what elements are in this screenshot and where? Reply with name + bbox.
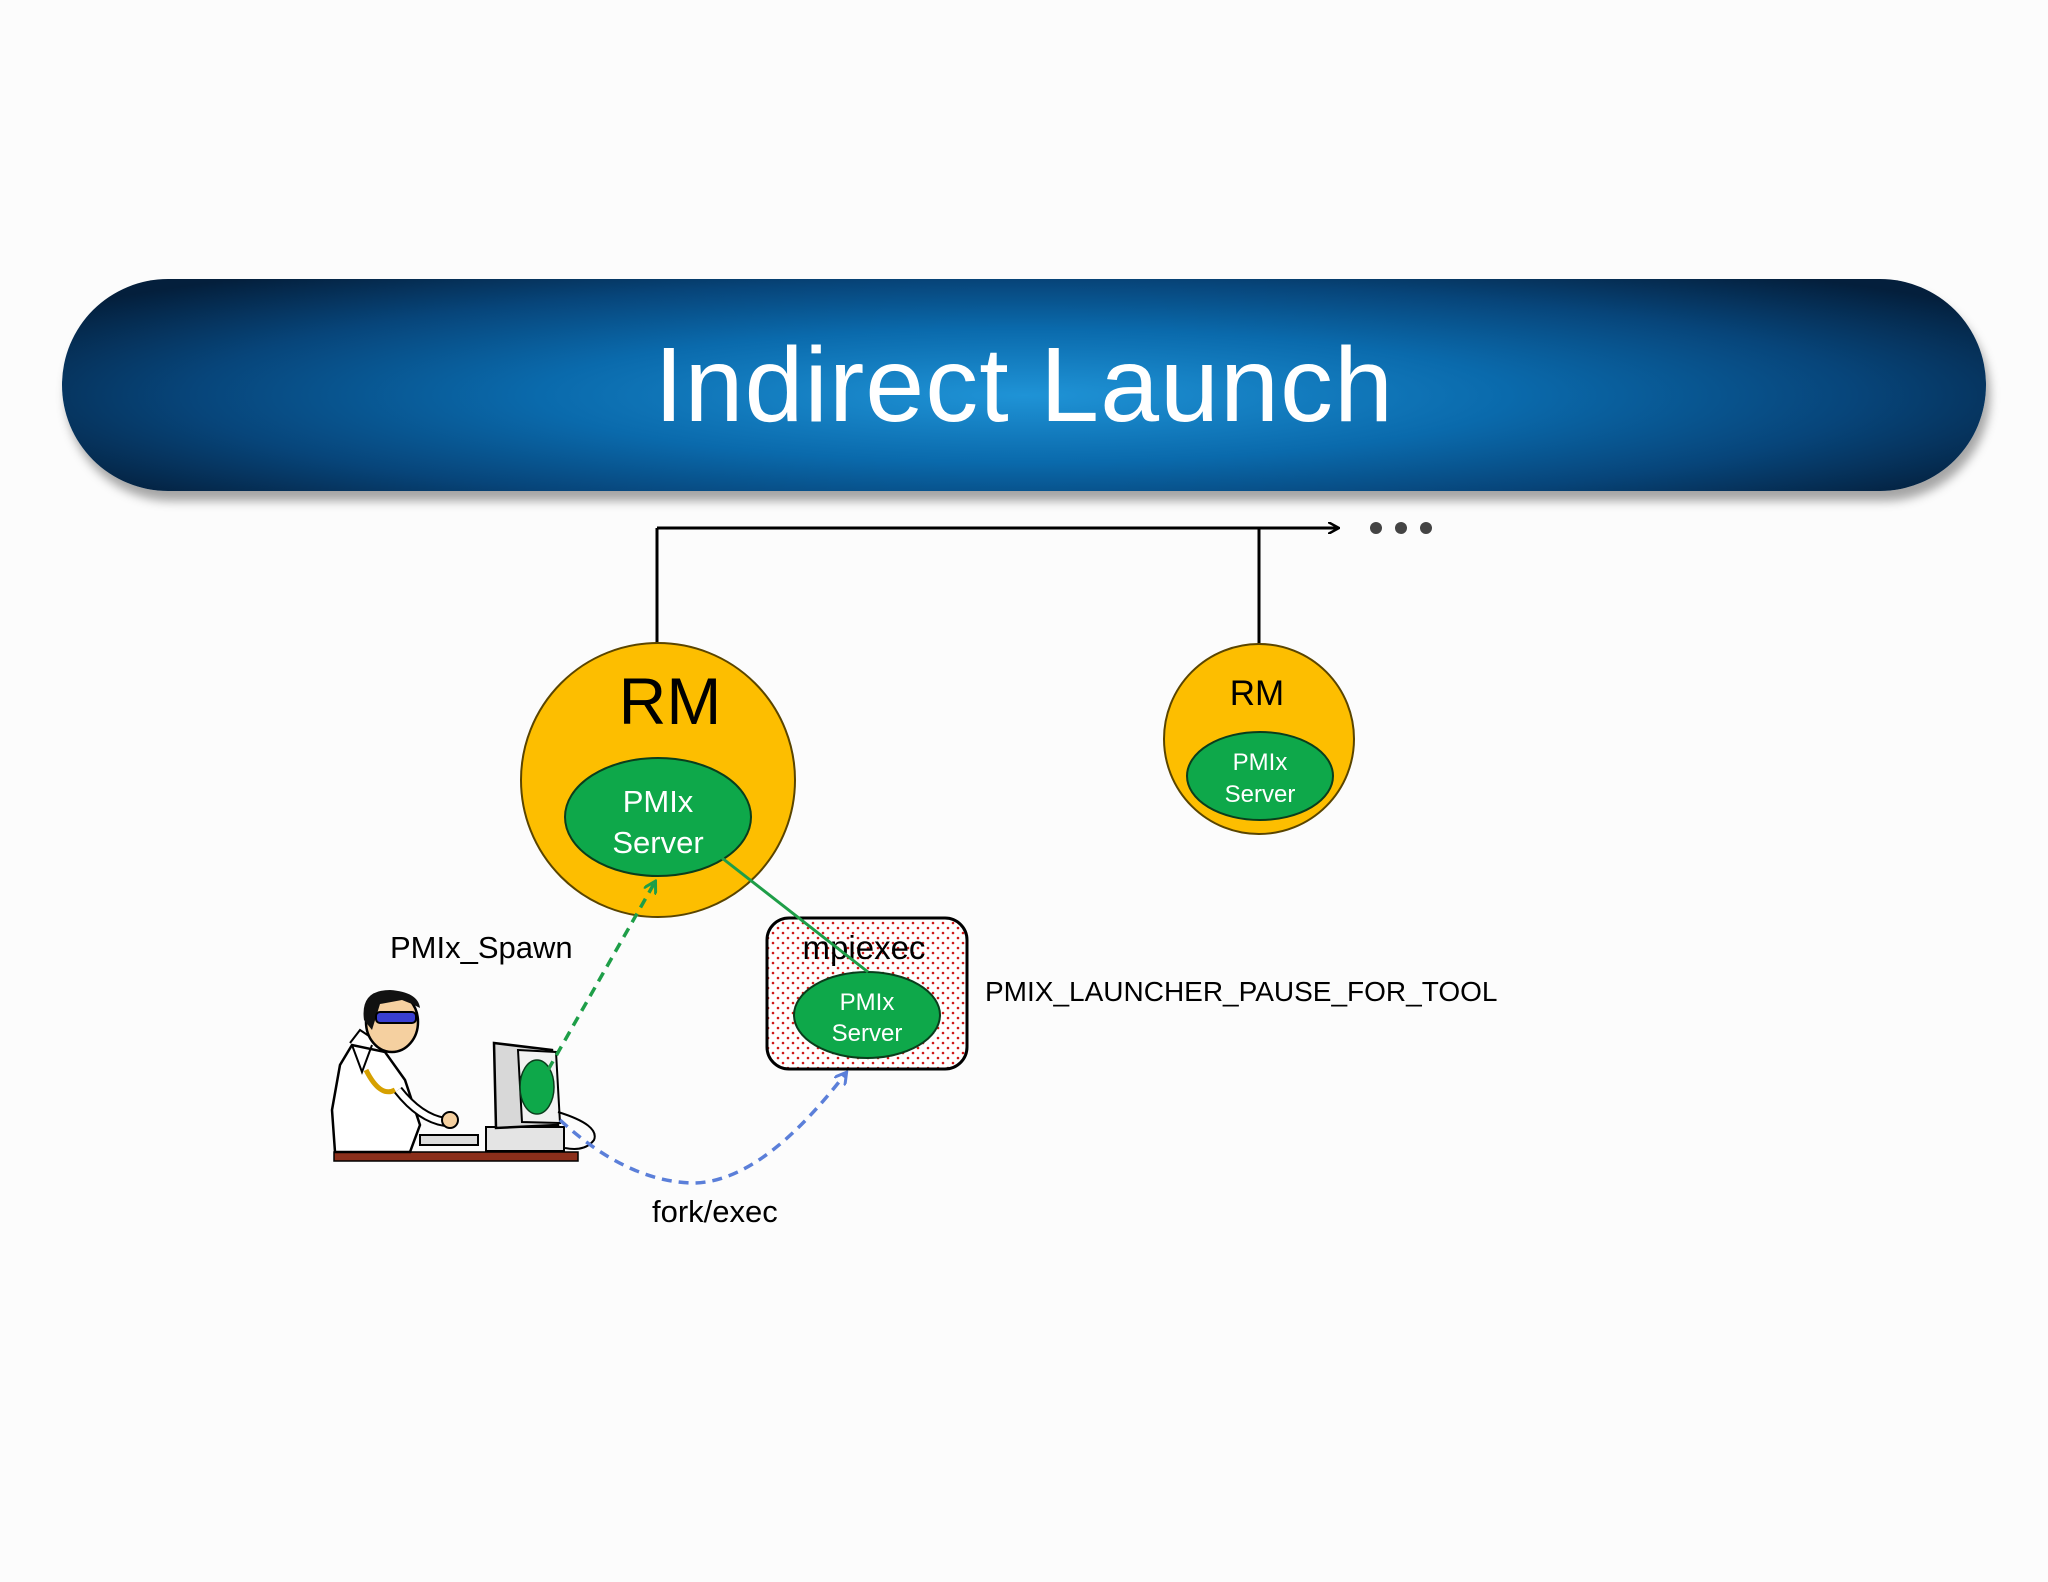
pause-for-tool-label: PMIX_LAUNCHER_PAUSE_FOR_TOOL: [985, 976, 1497, 1007]
mpiexec-node: mpiexec PMIx Server: [765, 916, 969, 1071]
slide-title: Indirect Launch: [654, 325, 1394, 444]
pmix-server-main-line1: PMIx: [623, 784, 694, 819]
fork-exec-label: fork/exec: [652, 1194, 778, 1229]
pmix-server-remote: [1186, 731, 1334, 821]
pmix-server-mpiexec-line1: PMIx: [840, 989, 895, 1016]
network-bus: [655, 528, 1338, 647]
rm-node-main: RM PMIx Server: [520, 642, 796, 918]
fork-exec-arrow: [558, 1073, 846, 1185]
pmix-server-main: [564, 757, 752, 877]
pmix-server-remote-line1: PMIx: [1233, 749, 1288, 776]
spawn-label: PMIx_Spawn: [390, 930, 573, 965]
rm-node-remote: RM PMIx Server: [1163, 643, 1355, 835]
server-connection-line: [721, 856, 869, 974]
rm-main-label: RM: [619, 664, 722, 738]
title-banner: Indirect Launch: [62, 279, 1986, 491]
pmix-server-main-line2: Server: [612, 825, 703, 860]
continuation-ellipsis: [1370, 522, 1432, 534]
pmix-server-mpiexec-line2: Server: [832, 1020, 903, 1047]
pmix-server-remote-line2: Server: [1225, 781, 1296, 808]
rm-remote-label: RM: [1230, 674, 1284, 713]
user-at-computer-icon: [330, 990, 596, 1162]
spawn-arrow: [546, 882, 655, 1071]
